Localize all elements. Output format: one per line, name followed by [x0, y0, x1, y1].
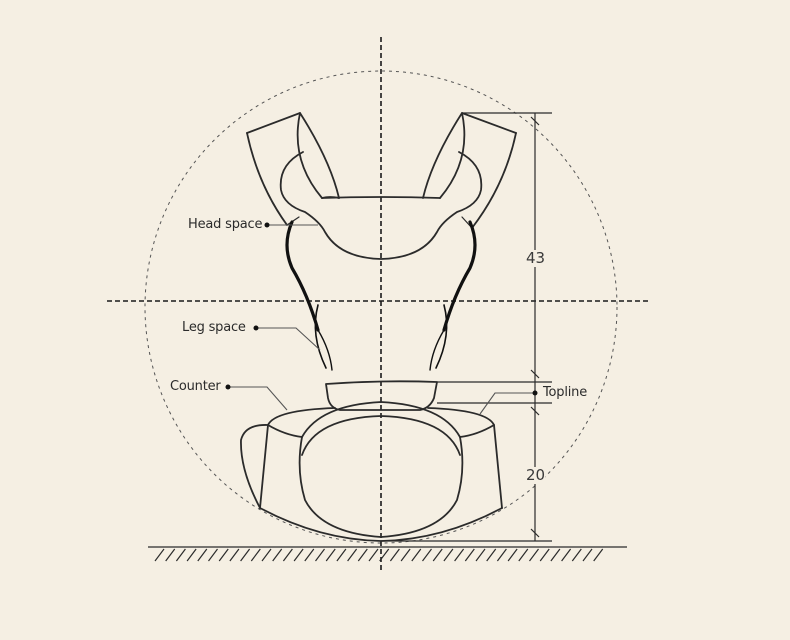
leader-dots [225, 222, 538, 396]
label-head-space: Head space [188, 217, 263, 232]
carrier-upper [246, 112, 517, 260]
label-counter: Counter [170, 379, 221, 394]
leader-lines [228, 224, 535, 415]
reference-circle [144, 70, 618, 544]
carrier-side-contours [285, 220, 477, 371]
label-leg-space: Leg space [182, 320, 246, 335]
carrier-lower [240, 380, 503, 542]
dimension-upper-height: 43 [526, 249, 546, 267]
dimension-lower-height: 20 [526, 466, 546, 484]
ground [148, 546, 627, 562]
label-topline: Topline [543, 385, 587, 400]
